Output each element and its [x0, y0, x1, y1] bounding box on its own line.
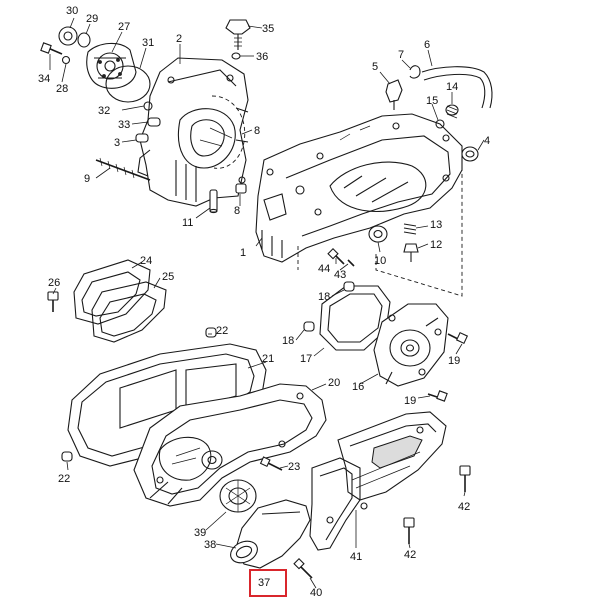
callout-44: 44 [318, 263, 330, 275]
callout-1: 1 [240, 247, 246, 259]
locating-pin [209, 189, 218, 213]
bearing [58, 26, 78, 46]
callout-40: 40 [310, 587, 322, 599]
callout-2: 2 [176, 33, 182, 45]
callout-43: 43 [334, 269, 346, 281]
callout-4: 4 [484, 135, 490, 147]
dowel-pin [61, 451, 73, 462]
transmission-cover [309, 411, 447, 551]
callout-34: 34 [38, 73, 50, 85]
callout-10: 10 [374, 255, 386, 267]
callout-15: 15 [426, 95, 438, 107]
callout-5: 5 [372, 61, 378, 73]
callout-19-lower: 19 [404, 395, 416, 407]
callout-13: 13 [430, 219, 442, 231]
callout-42-lower: 42 [404, 549, 416, 561]
o-ring [435, 119, 445, 129]
dowel-pin [135, 133, 149, 143]
spring [403, 223, 417, 235]
gear-cover [373, 303, 449, 387]
callout-labels: 30 29 27 2 31 35 36 34 28 32 33 3 8 9 8 … [38, 5, 490, 599]
callout-16: 16 [352, 381, 364, 393]
callout-38: 38 [204, 539, 216, 551]
crankcase-right-half [255, 113, 463, 263]
dowel-pin [147, 117, 161, 127]
callout-11: 11 [182, 217, 193, 229]
callout-36: 36 [256, 51, 268, 63]
pump-cover [86, 42, 137, 89]
callout-37: 37 [258, 577, 270, 589]
callout-23: 23 [288, 461, 300, 473]
bolt [347, 259, 355, 267]
callout-17: 17 [300, 353, 312, 365]
callout-20: 20 [328, 377, 340, 389]
callout-6: 6 [424, 39, 430, 51]
screw [299, 565, 313, 579]
callout-28: 28 [56, 83, 68, 95]
bolt [459, 465, 471, 492]
breather-fitting [385, 79, 403, 110]
leader-lines [49, 17, 485, 589]
callout-35: 35 [262, 23, 274, 35]
callout-8-lower: 8 [234, 205, 240, 217]
bolt [403, 243, 419, 262]
crankcase-left-half [137, 57, 249, 207]
callout-9: 9 [84, 173, 90, 185]
spring [445, 104, 459, 119]
dowel-pin [205, 327, 217, 338]
dowel-pin [235, 183, 247, 194]
callout-8-upper: 8 [254, 125, 260, 137]
breather-hose [421, 66, 493, 109]
callout-31: 31 [142, 37, 154, 49]
dowel-pin [343, 281, 355, 292]
callout-24: 24 [140, 255, 152, 267]
bolt [47, 291, 59, 312]
washer [61, 55, 71, 65]
callout-14: 14 [446, 81, 458, 93]
oil-seal [77, 32, 91, 48]
callout-7: 7 [398, 49, 404, 61]
plug [461, 146, 479, 162]
callout-30: 30 [66, 5, 78, 17]
callout-18-upper: 18 [318, 291, 330, 303]
callout-22-upper: 22 [216, 325, 228, 337]
callout-42-upper: 42 [458, 501, 470, 513]
cooling-fan [219, 479, 257, 513]
callout-3: 3 [114, 137, 120, 149]
gasket [73, 259, 151, 325]
washer [231, 52, 241, 60]
air-duct [230, 499, 311, 569]
highlight-box [249, 569, 287, 597]
drain-bolt [225, 19, 251, 50]
bolt [335, 255, 345, 265]
callout-22-lower: 22 [58, 473, 70, 485]
dowel-pin [303, 321, 315, 332]
callout-32: 32 [98, 105, 110, 117]
callout-29: 29 [86, 13, 98, 25]
callout-21: 21 [262, 353, 274, 365]
callout-27: 27 [118, 21, 130, 33]
o-ring [105, 65, 151, 103]
callout-41: 41 [350, 551, 362, 563]
bushing [368, 225, 388, 243]
crankcase-cover [133, 383, 327, 507]
callout-12: 12 [430, 239, 442, 251]
bolt [403, 517, 415, 544]
callout-39: 39 [194, 527, 206, 539]
stud-bolt [95, 159, 151, 181]
callout-33: 33 [118, 119, 130, 131]
hose-clip [409, 65, 421, 79]
callout-25: 25 [162, 271, 174, 283]
callout-26: 26 [48, 277, 60, 289]
callout-19-upper: 19 [448, 355, 460, 367]
gasket [91, 281, 167, 343]
callout-18-lower: 18 [282, 335, 294, 347]
